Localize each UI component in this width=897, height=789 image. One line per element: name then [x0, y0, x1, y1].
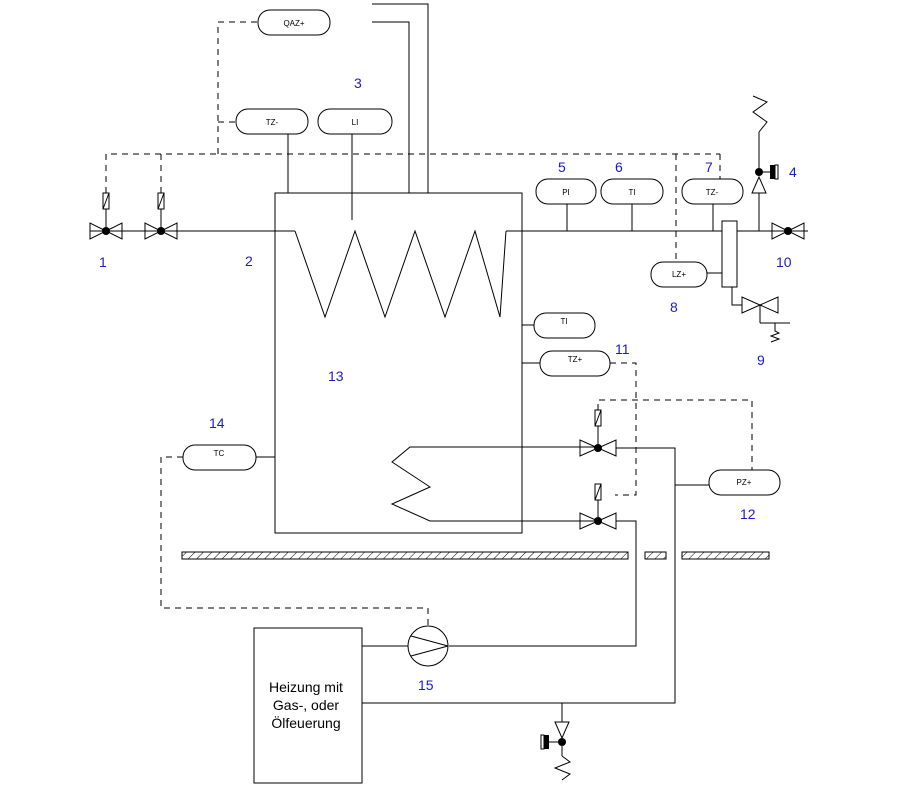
- label-number-4: 4: [789, 164, 797, 180]
- floor-hatch-left: [181, 551, 629, 560]
- heating-coil-top: [294, 229, 507, 319]
- instrument-lz-plus: LZ+: [650, 261, 708, 288]
- label-number-3: 3: [354, 75, 362, 91]
- instrument-pi: PI: [535, 178, 597, 205]
- instrument-tc: TC: [182, 444, 257, 471]
- label-number-6: 6: [615, 159, 623, 175]
- label-number-1: 1: [99, 254, 107, 270]
- storage-tank: [274, 192, 523, 534]
- instrument-qaz: QAZ+: [257, 9, 331, 36]
- label-number-7: 7: [705, 159, 713, 175]
- instrument-tz-plus-label: TZ+: [568, 355, 583, 364]
- control-line-top: [105, 153, 720, 193]
- instrument-tz-minus-top-label: TZ-: [266, 118, 279, 127]
- heating-return-pipe: [362, 447, 676, 704]
- control-line-qaz: [217, 21, 259, 154]
- drain-pipe: [731, 287, 742, 306]
- valve-2[interactable]: [144, 192, 178, 240]
- instrument-tc-label: TC: [214, 449, 225, 458]
- label-number-15: 15: [418, 677, 434, 693]
- instrument-ti-side-label: TI: [560, 317, 567, 326]
- instrument-tz-plus: TZ+: [539, 350, 611, 377]
- level-vessel: [721, 220, 738, 288]
- safety-valve-bottom[interactable]: [540, 703, 572, 781]
- control-line-tz-plus: [610, 362, 637, 496]
- instrument-qaz-label: QAZ+: [283, 19, 304, 28]
- instrument-pi-label: PI: [562, 188, 570, 197]
- heater-box: [253, 627, 363, 784]
- label-number-14: 14: [209, 415, 225, 431]
- instrument-tz-minus-right-label: TZ-: [706, 188, 719, 197]
- label-number-13: 13: [328, 368, 344, 384]
- instrument-pz-plus: PZ+: [708, 469, 781, 496]
- heating-supply-pipe: [449, 520, 637, 647]
- instrument-tz-minus-top: TZ-: [235, 108, 309, 135]
- overflow-pipe: [372, 3, 429, 193]
- label-number-2: 2: [245, 253, 253, 269]
- instrument-li: LI: [317, 108, 393, 135]
- heating-valve-lower[interactable]: [579, 483, 617, 530]
- safety-valve-4[interactable]: [751, 95, 779, 231]
- heater-label-line2: Gas-, oder: [273, 697, 339, 713]
- pump-15[interactable]: [407, 625, 449, 667]
- label-number-5: 5: [558, 159, 566, 175]
- label-number-12: 12: [740, 506, 756, 522]
- valve-10[interactable]: [771, 222, 805, 240]
- instrument-lz-plus-label: LZ+: [672, 270, 686, 279]
- instrument-ti-top: TI: [600, 178, 664, 205]
- heater-label-line3: Ölfeuerung: [271, 714, 340, 731]
- control-line-pz: [597, 399, 753, 470]
- instrument-pz-plus-label: PZ+: [737, 478, 752, 487]
- instrument-li-label: LI: [352, 118, 359, 127]
- label-number-8: 8: [670, 299, 678, 315]
- label-number-11: 11: [615, 341, 630, 357]
- floor-hatch-right: [681, 551, 770, 560]
- label-number-10: 10: [776, 254, 792, 270]
- label-number-9: 9: [757, 352, 765, 368]
- floor-hatch-middle: [644, 551, 667, 560]
- instrument-ti-side: TI: [533, 312, 596, 339]
- heating-valve-upper[interactable]: [579, 409, 617, 457]
- instrument-tz-minus-right: TZ-: [681, 178, 744, 205]
- instrument-ti-top-label: TI: [628, 188, 635, 197]
- valve-1[interactable]: [89, 192, 123, 240]
- heating-coil-bottom: [390, 446, 598, 522]
- qaz-sensor-line: [372, 21, 410, 193]
- control-line-tc: [160, 456, 429, 630]
- drain-valve-9[interactable]: [741, 296, 790, 343]
- heater-label-line1: Heizung mit: [269, 679, 343, 695]
